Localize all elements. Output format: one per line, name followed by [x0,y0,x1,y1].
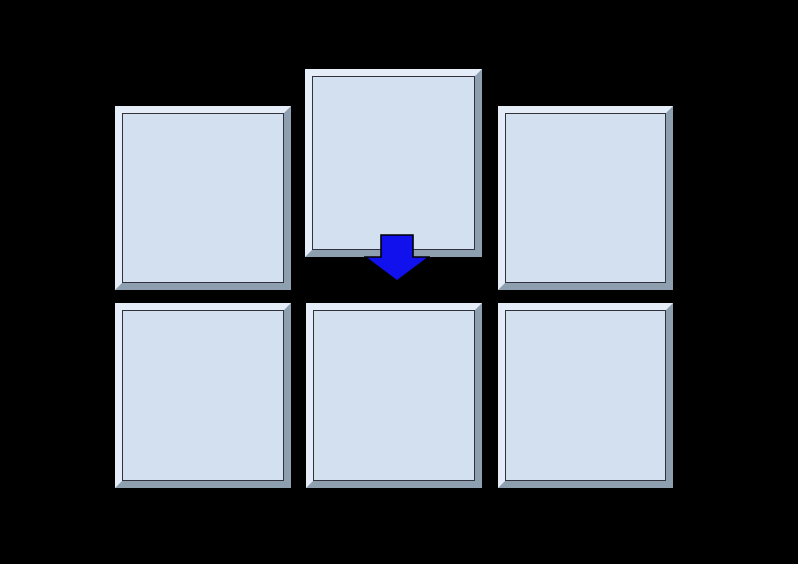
panel-top-left[interactable] [114,105,292,291]
panel-bottom-center[interactable] [305,302,483,489]
panel-bottom-right[interactable] [497,302,674,489]
panel-bottom-left[interactable] [114,302,292,489]
panel-top-center[interactable] [304,68,483,258]
panel-top-right[interactable] [497,105,674,291]
